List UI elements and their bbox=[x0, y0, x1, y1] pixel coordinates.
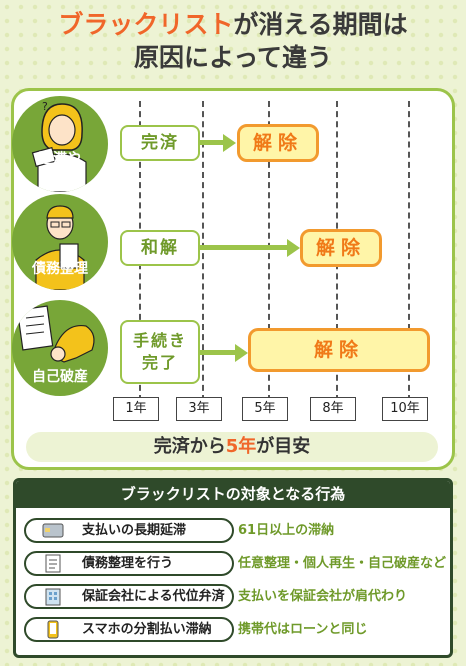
kneeling-man-icon bbox=[16, 305, 95, 363]
avatar-delinquency: ? 延滞や 遅延 bbox=[12, 96, 108, 192]
year-tick-5: 5年 bbox=[242, 397, 288, 421]
summary-highlight: 5年 bbox=[225, 436, 257, 457]
year-tick-3: 3年 bbox=[176, 397, 222, 421]
row1-label-line1: 延滞や bbox=[39, 151, 81, 167]
stage3-line2: 完了 bbox=[141, 353, 178, 372]
row2-label: 債務整理 bbox=[32, 261, 88, 277]
row3-label: 自己破産 bbox=[32, 369, 88, 385]
action-result: 携帯代はローンと同じ bbox=[238, 622, 368, 637]
year-tick-1: 1年 bbox=[113, 397, 159, 421]
action-label: 支払いの長期延滞 bbox=[82, 523, 187, 538]
action-result: 任意整理・個人再生・自己破産など bbox=[238, 556, 447, 571]
businessman-icon bbox=[35, 205, 85, 290]
year-tick-8: 8年 bbox=[310, 397, 356, 421]
action-result: 支払いを保証会社が肩代わり bbox=[238, 589, 408, 604]
avatar-debt-consolidation: 債務整理 bbox=[12, 194, 108, 290]
worried-woman-icon: ? bbox=[31, 100, 87, 192]
summary-suffix: が目安 bbox=[256, 436, 311, 457]
release-row2: 解除 bbox=[300, 229, 382, 267]
year-tick-10: 10年 bbox=[382, 397, 428, 421]
release-row1: 解除 bbox=[237, 124, 319, 162]
arrow-head-row2 bbox=[287, 239, 300, 257]
row1-label-line2: 遅延 bbox=[46, 169, 74, 185]
summary-banner: 完済から5年が目安 bbox=[26, 432, 438, 462]
action-item: 支払いの長期延滞 bbox=[24, 518, 234, 543]
release-row3: 解除 bbox=[248, 328, 430, 372]
title-line2: 原因によって違う bbox=[133, 43, 332, 72]
arrow-row3 bbox=[200, 350, 236, 355]
building-icon bbox=[45, 588, 61, 606]
arrow-head-row1 bbox=[223, 134, 236, 152]
action-label: 債務整理を行う bbox=[82, 556, 174, 571]
stage-settlement: 和解 bbox=[120, 230, 200, 266]
avatar-bankruptcy: 自己破産 bbox=[12, 300, 108, 396]
smartphone-icon bbox=[47, 620, 59, 639]
action-label: 保証会社による代位弁済 bbox=[82, 589, 225, 604]
document-icon bbox=[45, 554, 61, 573]
action-item: スマホの分割払い滞納 bbox=[24, 617, 234, 642]
action-result: 61日以上の滞納 bbox=[238, 523, 335, 538]
action-item: 保証会社による代位弁済 bbox=[24, 584, 234, 609]
stage3-line1: 手続き bbox=[132, 331, 187, 350]
credit-card-icon bbox=[42, 523, 64, 538]
year-line-5 bbox=[268, 101, 270, 401]
arrow-row2 bbox=[200, 245, 288, 250]
year-line-10 bbox=[408, 101, 410, 401]
actions-box-title: ブラックリストの対象となる行為 bbox=[16, 481, 450, 508]
arrow-head-row3 bbox=[235, 344, 248, 362]
action-item: 債務整理を行う bbox=[24, 551, 234, 576]
page-title: ブラックリストが消える期間は 原因によって違う bbox=[0, 8, 466, 74]
blacklist-actions-box: ブラックリストの対象となる行為 支払いの長期延滞 61日以上の滞納 債務整理を行… bbox=[13, 478, 453, 658]
title-highlight: ブラックリスト bbox=[58, 10, 234, 39]
year-line-3 bbox=[202, 101, 204, 401]
stage-paid-off: 完済 bbox=[120, 125, 200, 161]
summary-prefix: 完済から bbox=[153, 436, 226, 457]
title-line1-rest: が消える期間は bbox=[233, 10, 408, 39]
stage-procedure-complete: 手続き 完了 bbox=[120, 320, 200, 384]
arrow-row1 bbox=[200, 140, 224, 145]
svg-text:?: ? bbox=[42, 100, 48, 113]
action-label: スマホの分割払い滞納 bbox=[82, 622, 212, 637]
